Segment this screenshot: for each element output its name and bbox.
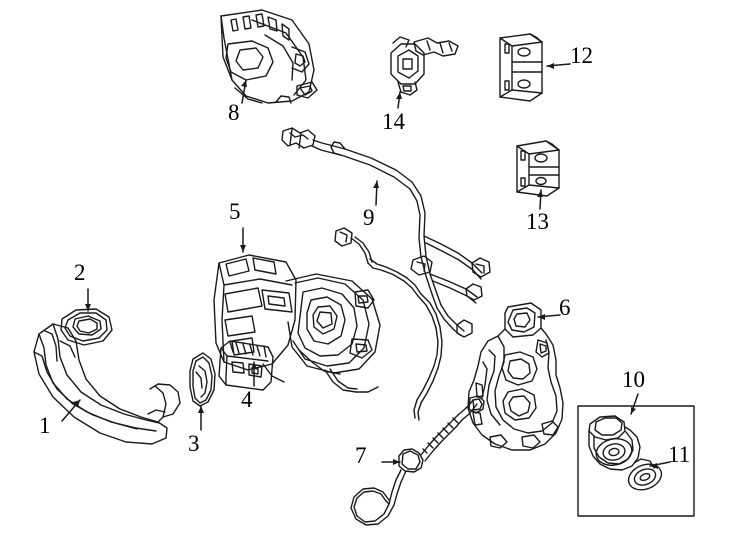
callout-label-7: 7 bbox=[355, 443, 367, 468]
part-2-handle-cap bbox=[61, 309, 112, 345]
callout-label-11: 11 bbox=[668, 442, 691, 467]
part-1-door-handle bbox=[34, 324, 180, 444]
callout-label-8: 8 bbox=[228, 100, 240, 125]
callout-label-2: 2 bbox=[74, 260, 86, 285]
part-8-latch-housing bbox=[221, 10, 317, 103]
callout-label-9: 9 bbox=[363, 205, 375, 230]
callout-label-10: 10 bbox=[622, 367, 645, 392]
callout-label-6: 6 bbox=[559, 295, 571, 320]
callout-leader-lines bbox=[62, 63, 670, 469]
callout-label-12: 12 bbox=[570, 43, 593, 68]
part-12-upper-hinge bbox=[500, 34, 542, 101]
part-10-11-detail-group bbox=[578, 406, 694, 516]
part-4-handle-bezel bbox=[219, 341, 273, 390]
part-3-gasket-seal bbox=[190, 353, 215, 406]
part-13-lower-hinge bbox=[517, 141, 559, 196]
callout-label-13: 13 bbox=[526, 209, 549, 234]
callout-label-1: 1 bbox=[39, 413, 51, 438]
callout-label-14: 14 bbox=[382, 109, 405, 134]
part-14-door-check-arm bbox=[391, 37, 458, 95]
part-5-lock-actuator bbox=[214, 255, 380, 392]
part-9-cable-harness bbox=[282, 128, 490, 420]
part-6-lock-module-bracket bbox=[468, 303, 563, 450]
part-7-lock-cable bbox=[351, 396, 484, 525]
callout-label-3: 3 bbox=[188, 431, 200, 456]
callout-label-4: 4 bbox=[241, 387, 253, 412]
callout-label-5: 5 bbox=[229, 199, 241, 224]
